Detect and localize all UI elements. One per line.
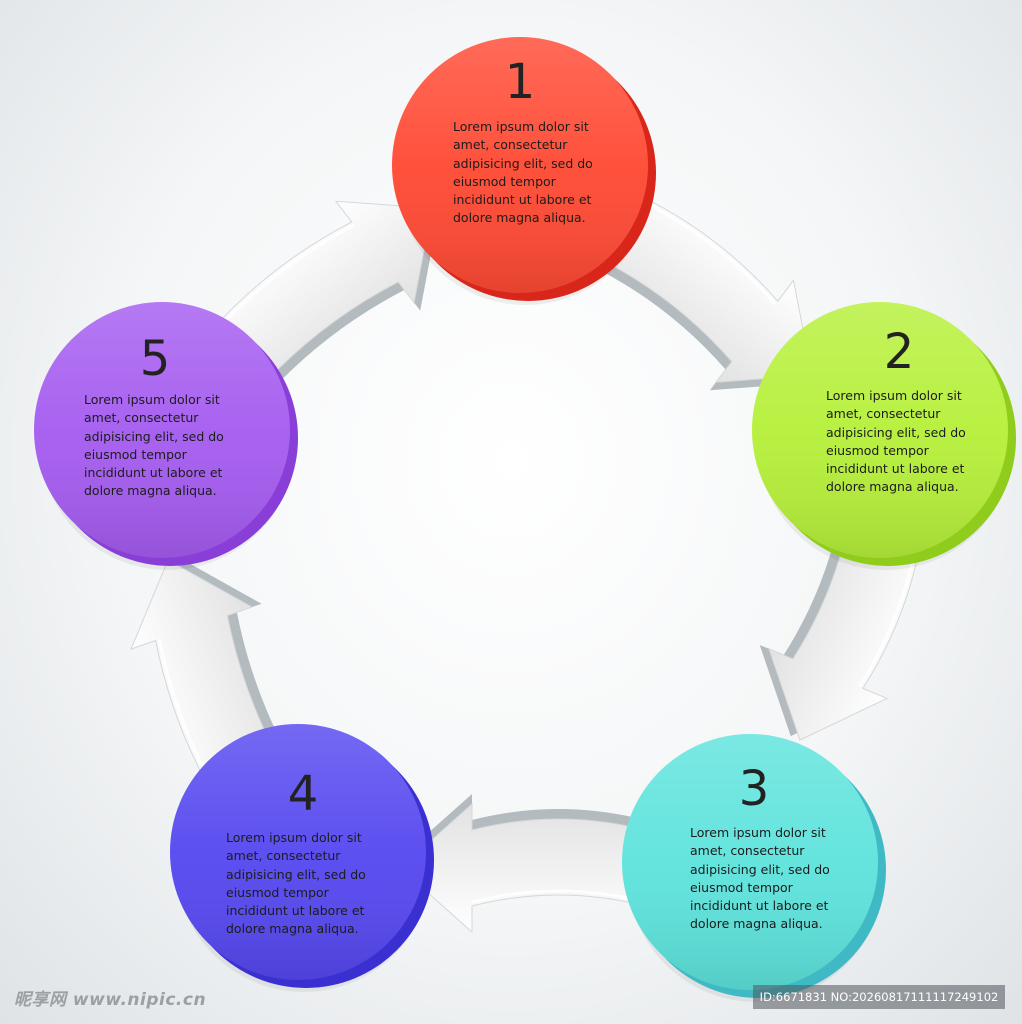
node-4 [170,724,434,992]
watermark-id-badge: ID:6671831 NO:20260817111117249102 [753,985,1005,1009]
node-1 [392,37,656,305]
arrow-3-to-4 [399,794,646,934]
arrow-4-to-5 [130,556,284,776]
node-2-description: Lorem ipsum dolor sit amet, consectetur … [826,388,966,495]
node-1-number: 1 [504,54,536,110]
node-3-number: 3 [738,761,770,817]
node-3 [622,734,886,1002]
node-3-description: Lorem ipsum dolor sit amet, consectetur … [690,825,830,932]
arrow-2-to-3 [759,526,918,741]
node-2 [752,302,1016,570]
node-1-description: Lorem ipsum dolor sit amet, consectetur … [453,119,593,226]
node-5 [34,302,298,570]
node-5-description: Lorem ipsum dolor sit amet, consectetur … [84,392,224,499]
arrow-5-to-1 [211,200,439,399]
node-4-number: 4 [287,766,319,822]
arrow-1-to-2 [585,194,813,391]
node-5-number: 5 [139,331,171,387]
node-4-description: Lorem ipsum dolor sit amet, consectetur … [226,830,366,937]
watermark-left: 昵享网 www.nipic.cn [14,990,207,1010]
node-2-number: 2 [883,324,915,380]
